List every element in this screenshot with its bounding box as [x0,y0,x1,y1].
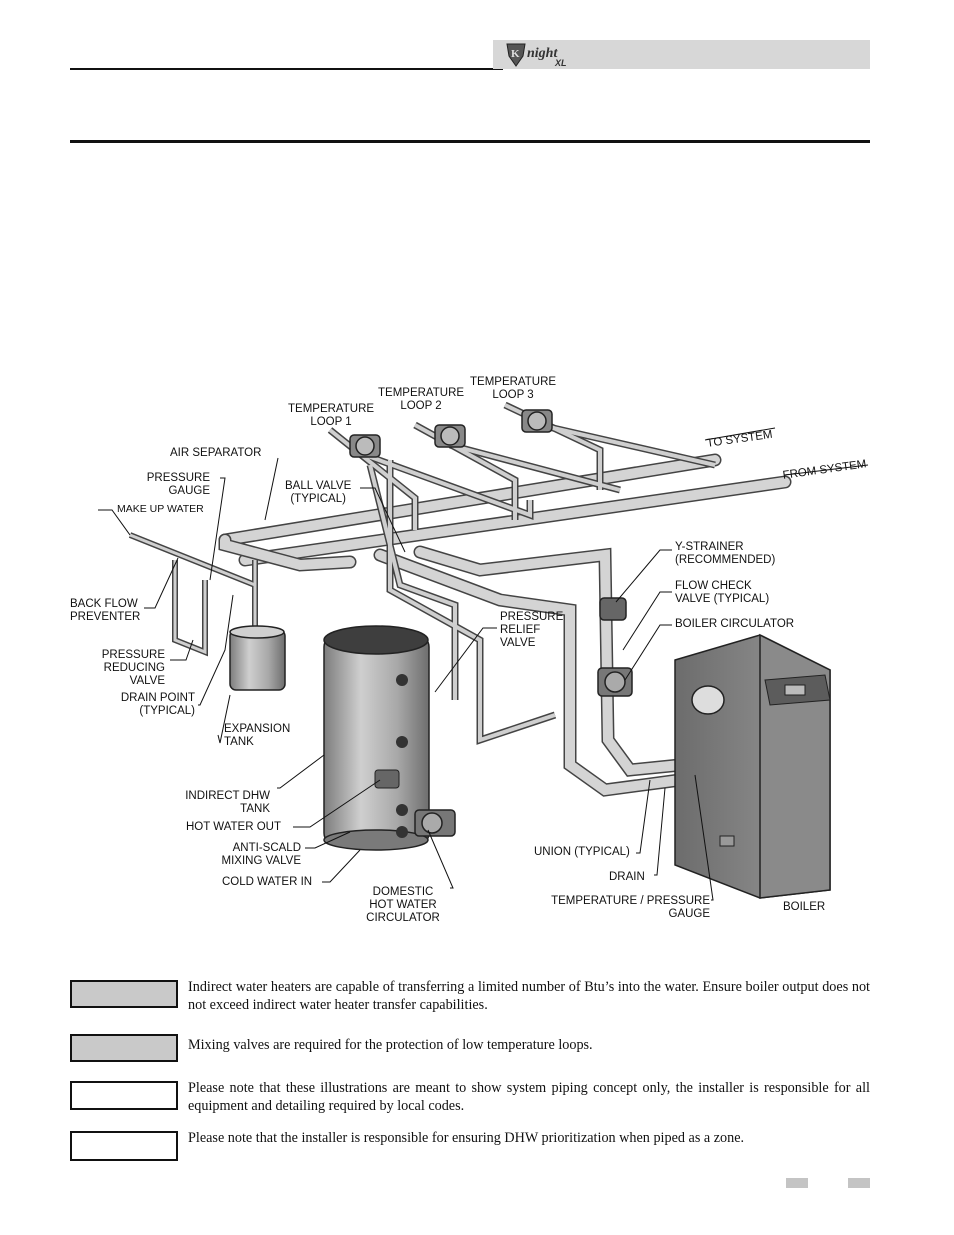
note-text: Indirect water heaters are capable of tr… [188,979,870,1013]
label-y-strainer: Y-STRAINER(RECOMMENDED) [675,541,776,566]
label-ball-valve: BALL VALVE(TYPICAL) [285,480,352,505]
piping-diagram [98,401,869,901]
boiler-unit [674,633,831,899]
label-drain-point: DRAIN POINT(TYPICAL) [120,692,195,717]
note-text: Please note that the installer is respon… [188,1130,745,1146]
note-label-box [70,1034,178,1062]
knight-xl-logo: K night XL [506,43,567,68]
label-make-up-water: MAKE UP WATER [117,503,204,515]
leader-lines [98,427,869,901]
note-label-box [70,1131,178,1161]
label-union: UNION (TYPICAL) [534,846,630,858]
svg-text:K: K [511,48,520,60]
dhw-circulator [414,809,456,837]
label-boiler: BOILER [783,901,826,913]
boiler-circulator-assembly [597,597,633,697]
note-text: Please note that these illustrations are… [188,1080,870,1114]
label-drain: DRAIN [609,871,645,883]
header-rule [70,68,503,70]
expansion-tank [229,625,286,691]
footer-tab-left [786,1178,808,1188]
system-headers [218,453,792,797]
header-bar [493,40,870,69]
note-text: Mixing valves are required for the prote… [188,1037,593,1053]
footer-tab-right [848,1178,870,1188]
section-rule [70,140,870,143]
svg-text:XL: XL [554,58,567,68]
loop-circulators [349,409,553,458]
svg-text:night: night [527,46,558,61]
note-label-box [70,980,178,1008]
label-cold-water-in: COLD WATER IN [222,876,313,888]
label-boiler-circulator: BOILER CIRCULATOR [675,618,795,630]
label-air-separator: AIR SEPARATOR [170,447,262,459]
indirect-dhw-tank [323,625,430,851]
note-label-box [70,1081,178,1110]
label-hot-water-out: HOT WATER OUT [186,821,281,833]
